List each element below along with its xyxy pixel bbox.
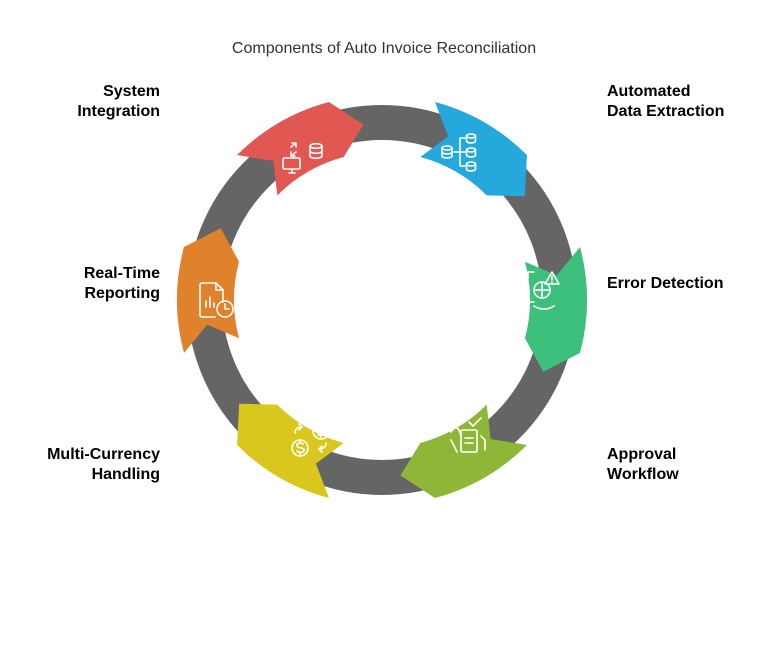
segment-multi-currency-handling bbox=[237, 403, 344, 499]
scan-warning-icon bbox=[527, 271, 560, 310]
label-error-detection: Error Detection bbox=[607, 274, 767, 294]
label-multi-currency-handling: Multi-Currency Handling bbox=[20, 445, 160, 485]
database-monitor-sync-icon bbox=[282, 142, 323, 174]
diagram-title: Components of Auto Invoice Reconciliatio… bbox=[231, 40, 537, 57]
label-line: Integration bbox=[77, 103, 160, 120]
database-hierarchy-icon bbox=[441, 133, 477, 172]
currency-exchange-icon bbox=[291, 422, 330, 457]
label-automated-data-extraction: Automated Data Extraction bbox=[607, 82, 767, 122]
label-real-time-reporting: Real-Time Reporting bbox=[20, 264, 160, 304]
label-line: Error Detection bbox=[607, 275, 724, 292]
label-line: Workflow bbox=[607, 466, 679, 483]
label-line: System bbox=[103, 83, 160, 100]
label-approval-workflow: Approval Workflow bbox=[607, 445, 767, 485]
hand-document-check-icon bbox=[450, 417, 486, 453]
segment-real-time-reporting bbox=[177, 228, 240, 354]
label-system-integration: System Integration bbox=[20, 82, 160, 122]
label-line: Data Extraction bbox=[607, 103, 725, 120]
report-clock-icon bbox=[199, 282, 234, 318]
segment-error-detection bbox=[524, 246, 587, 372]
label-line: Handling bbox=[91, 466, 160, 483]
label-line: Reporting bbox=[84, 285, 160, 302]
label-line: Approval bbox=[607, 446, 677, 463]
label-line: Multi-Currency bbox=[47, 446, 160, 463]
label-line: Automated bbox=[607, 83, 691, 100]
segment-automated-data-extraction bbox=[420, 101, 527, 197]
segment-system-integration bbox=[237, 101, 364, 196]
label-line: Real-Time bbox=[83, 265, 160, 282]
